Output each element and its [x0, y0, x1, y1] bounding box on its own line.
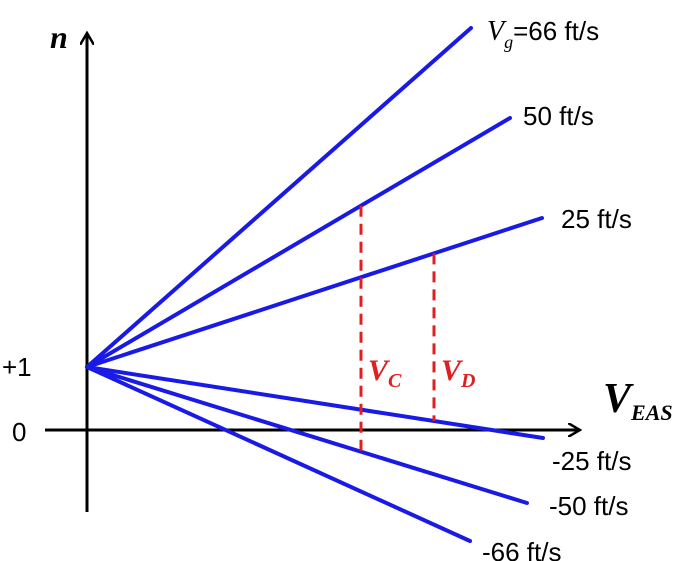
gust-line-label-25: 25 ft/s: [561, 204, 632, 234]
y-tick-label-zero: 0: [12, 417, 26, 447]
y-axis-label: n: [50, 19, 68, 55]
gust-line-66: [85, 26, 473, 369]
gust-line-25: [85, 216, 544, 369]
x-axis-label: VEAS: [603, 376, 673, 425]
gust-line-label-minus-50: -50 ft/s: [549, 491, 628, 521]
gust-line-minus-66: [85, 365, 472, 543]
gust-lines-group: Vg=66 ft/s 50 ft/s 25 ft/s -25 ft/s -50 ft/s…: [85, 16, 632, 561]
y-tick-label-plus-one: +1: [2, 352, 32, 382]
gust-line-minus-50: [85, 365, 529, 505]
gust-line-label-66: Vg=66 ft/s: [487, 16, 599, 52]
speed-markers-group: VC VD: [359, 205, 475, 452]
gust-line-label-minus-66: -66 ft/s: [482, 537, 561, 561]
gust-line-50: [85, 116, 512, 369]
gust-line-minus-25: [85, 365, 545, 440]
speed-marker-label-vc: VC: [368, 354, 402, 392]
gust-line-label-50: 50 ft/s: [523, 101, 594, 131]
speed-marker-label-vd: VD: [441, 354, 475, 392]
gust-line-label-minus-25: -25 ft/s: [552, 446, 631, 476]
